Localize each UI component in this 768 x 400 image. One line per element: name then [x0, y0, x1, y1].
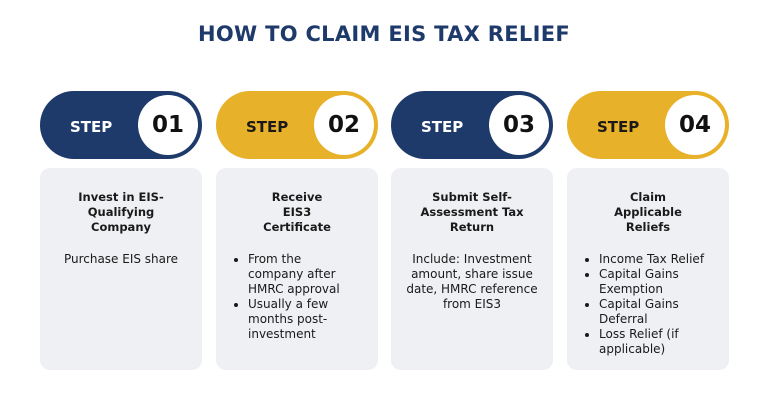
- bullet-item: Capital Gains Exemption: [599, 267, 711, 297]
- step-02: STEP 02 Receive EIS3 Certificate From th…: [216, 91, 378, 370]
- step-pill: STEP 04: [567, 91, 729, 159]
- step-title: Submit Self-Assessment Tax Return: [420, 190, 524, 234]
- step-label: STEP: [421, 118, 464, 136]
- step-number: 03: [489, 95, 549, 155]
- bullet-item: Income Tax Relief: [599, 252, 711, 267]
- step-card: Submit Self-Assessment Tax Return Includ…: [391, 168, 553, 370]
- step-bullets: Income Tax Relief Capital Gains Exemptio…: [575, 252, 711, 357]
- step-body: Include: Investment amount, share issue …: [406, 252, 538, 311]
- step-number: 01: [138, 95, 198, 155]
- bullet-item: Loss Relief (if applicable): [599, 327, 711, 357]
- bullet-item: From the company after HMRC approval: [248, 252, 358, 297]
- step-card: Receive EIS3 Certificate From the compan…: [216, 168, 378, 370]
- step-label: STEP: [246, 118, 289, 136]
- step-title: Claim Applicable Reliefs: [614, 190, 682, 234]
- page-title: HOW TO CLAIM EIS TAX RELIEF: [197, 22, 570, 46]
- step-title: Receive EIS3 Certificate: [263, 190, 331, 234]
- step-01: STEP 01 Invest in EIS-Qualifying Company…: [40, 91, 202, 370]
- step-label: STEP: [70, 118, 113, 136]
- step-pill: STEP 02: [216, 91, 378, 159]
- step-bullets: From the company after HMRC approval Usu…: [224, 252, 358, 342]
- bullet-item: Usually a few months post-investment: [248, 297, 358, 342]
- bullet-item: Capital Gains Deferral: [599, 297, 711, 327]
- step-03: STEP 03 Submit Self-Assessment Tax Retur…: [391, 91, 553, 370]
- step-number: 04: [665, 95, 725, 155]
- step-title: Invest in EIS-Qualifying Company: [78, 190, 164, 234]
- step-pill: STEP 01: [40, 91, 202, 159]
- step-pill: STEP 03: [391, 91, 553, 159]
- step-label: STEP: [597, 118, 640, 136]
- step-card: Invest in EIS-Qualifying Company Purchas…: [40, 168, 202, 370]
- step-number: 02: [314, 95, 374, 155]
- step-body: Purchase EIS share: [63, 252, 179, 266]
- step-04: STEP 04 Claim Applicable Reliefs Income …: [567, 91, 729, 370]
- step-card: Claim Applicable Reliefs Income Tax Reli…: [567, 168, 729, 370]
